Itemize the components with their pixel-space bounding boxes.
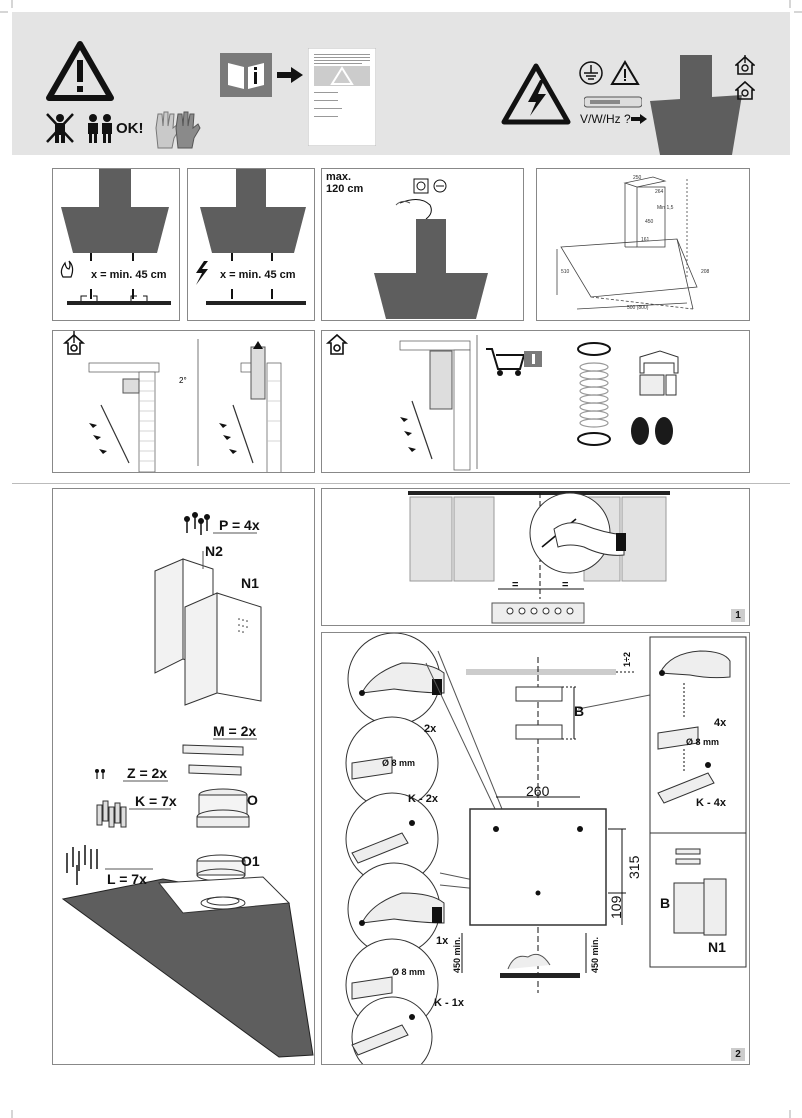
hood-product-image: [650, 55, 742, 155]
arrow-right-icon: [277, 67, 303, 83]
diameter-8mm-label-2: Ø 8 mm: [392, 967, 426, 977]
two-persons-icon: [88, 114, 112, 143]
step-1-number: 1: [731, 609, 745, 622]
high-voltage-warning-icon: [501, 63, 571, 125]
svg-text:500 (800): 500 (800): [627, 305, 649, 311]
svg-text:450: 450: [645, 219, 654, 225]
svg-text:510: 510: [561, 269, 570, 275]
side-dimension-b-label: B: [660, 895, 671, 911]
drill-1x-label: 1x: [436, 935, 449, 947]
drill-2x-label: 2x: [424, 723, 437, 735]
part-n2-label: N2: [205, 543, 223, 559]
gloves-icon: [155, 111, 201, 149]
step-1-drawing: [408, 491, 670, 624]
part-p-label: P = 4x: [219, 517, 260, 533]
diameter-8mm-label-1: Ø 8 mm: [382, 758, 416, 768]
parts-drawing: [61, 512, 314, 1058]
svg-text:264: 264: [655, 189, 664, 195]
dimension-b-label: B: [574, 703, 585, 719]
ground-symbol-icon: [579, 61, 603, 85]
equal-left-label: =: [512, 579, 519, 591]
small-warning-icon: [610, 60, 640, 85]
anchor-k-2x-label: K - 2x: [408, 793, 438, 805]
part-k-label: K = 7x: [135, 793, 177, 809]
gas-clearance-label: x = min. 45 cm: [91, 269, 167, 281]
voltage-label: V/W/Hz ?: [580, 112, 631, 126]
side-anchor-k-4x-label: K - 4x: [696, 797, 726, 809]
recirculation-installation-drawing: [325, 333, 679, 471]
step-2-drawing: [345, 633, 747, 1064]
ducted-installation-drawing: 2°: [62, 331, 282, 472]
electrical-hood-illustration: [374, 178, 488, 319]
step-1-panel: = = 1: [321, 488, 750, 626]
part-z-label: Z = 2x: [127, 765, 168, 781]
ducted-mode-icon: [735, 55, 755, 75]
step-2-number: 2: [731, 1048, 745, 1061]
part-o-label: O: [247, 792, 258, 808]
dimensions-panel: 250 264 450 Min 1,5 161 510 500 (800) 208: [536, 168, 750, 321]
recirculation-mode-icon: [735, 80, 755, 100]
ok-label: OK!: [116, 120, 144, 137]
svg-text:2°: 2°: [179, 376, 187, 385]
electric-hood-illustration: [196, 169, 306, 305]
side-part-n1-label: N1: [708, 939, 726, 955]
ducted-installation-panel: 2°: [52, 330, 315, 473]
single-person-crossed-icon: [46, 113, 74, 143]
gas-hood-illustration: [60, 169, 171, 305]
step-2-panel: 2x Ø 8 mm K - 2x 1x Ø 8 mm K - 1x 260 31…: [321, 632, 750, 1065]
gas-clearance-panel: x = min. 45 cm: [52, 168, 180, 321]
warning-triangle-icon: [46, 41, 114, 101]
electrical-connection-panel: max. 120 cm: [321, 168, 524, 321]
svg-text:208: 208: [701, 269, 710, 275]
part-l-label: L = 7x: [107, 871, 147, 887]
side-drill-4x-label: 4x: [714, 717, 727, 729]
section-divider: [12, 483, 790, 484]
svg-text:250: 250: [633, 175, 642, 181]
electric-clearance-panel: x = min. 45 cm: [187, 168, 315, 321]
arrow-right-small-icon: [631, 114, 647, 124]
dimensions-drawing: 250 264 450 Min 1,5 161 510 500 (800) 208: [556, 175, 710, 311]
equal-right-label: =: [562, 579, 569, 591]
electric-clearance-label: x = min. 45 cm: [220, 269, 296, 281]
max-cable-label: max. 120 cm: [326, 171, 364, 195]
manual-booklet-image: [308, 48, 376, 146]
dimension-260-label: 260: [526, 783, 550, 799]
part-m-label: M = 2x: [213, 723, 257, 739]
part-n1-label: N1: [241, 575, 259, 591]
parts-list-panel: P = 4x N2 N1 M = 2x Z = 2x K = 7x O O1 L…: [52, 488, 315, 1065]
svg-text:Min 1,5: Min 1,5: [657, 205, 674, 211]
anchor-k-1x-label: K - 1x: [434, 997, 464, 1009]
rating-plate-icon: [584, 96, 642, 108]
side-diameter-label: Ø 8 mm: [686, 737, 720, 747]
svg-text:161: 161: [641, 237, 650, 243]
read-manual-icon: [220, 53, 272, 97]
recirculation-installation-panel: [321, 330, 750, 473]
part-o1-label: O1: [241, 853, 260, 869]
